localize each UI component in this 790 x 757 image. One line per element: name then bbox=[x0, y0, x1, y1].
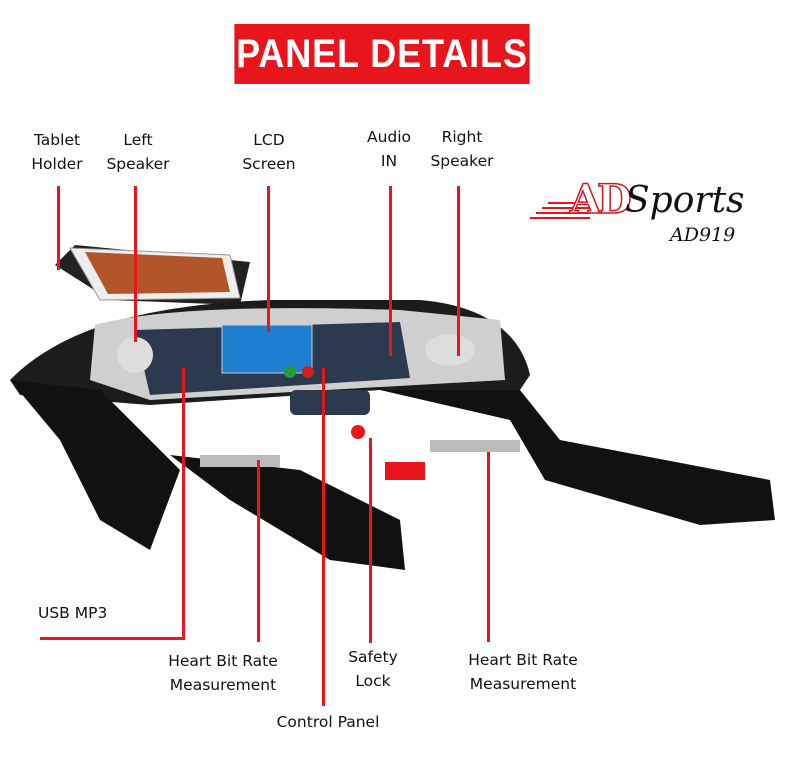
label-heart-rate-right: Heart Bit Rate Measurement bbox=[468, 651, 578, 693]
start-button bbox=[284, 366, 296, 378]
pointer-left-speaker bbox=[134, 186, 137, 342]
left-frame bbox=[10, 380, 180, 550]
logo-suffix: Sports bbox=[625, 180, 745, 221]
lcd-screen bbox=[221, 324, 313, 374]
safety-key bbox=[385, 462, 425, 480]
label-usb-mp3: USB MP3 bbox=[38, 604, 108, 622]
pointer-usb-mp3-h bbox=[40, 637, 185, 640]
logo-prefix: AD bbox=[569, 175, 632, 224]
pointer-audio-in bbox=[389, 186, 392, 356]
model-number: AD919 bbox=[670, 224, 736, 246]
label-tablet-holder: Tablet Holder bbox=[31, 131, 83, 173]
label-audio-in: Audio IN bbox=[366, 128, 412, 170]
right-speaker bbox=[425, 334, 475, 366]
safety-key-clip bbox=[351, 425, 365, 439]
center-buttons bbox=[290, 390, 370, 415]
right-handrail bbox=[380, 390, 775, 525]
label-control-panel: Control Panel bbox=[276, 713, 380, 731]
left-handrail bbox=[170, 455, 405, 570]
speed-lines-icon bbox=[530, 202, 590, 219]
left-speaker bbox=[117, 337, 153, 373]
label-right-speaker: Right Speaker bbox=[430, 128, 494, 170]
pointer-lcd-screen bbox=[267, 186, 270, 332]
label-safety-lock: Safety Lock bbox=[348, 648, 398, 690]
stop-button bbox=[302, 366, 314, 378]
right-heart-rate-grip bbox=[430, 440, 520, 452]
label-heart-rate-left: Heart Bit Rate Measurement bbox=[168, 652, 278, 694]
adsports-logo: AD Sports AD919 bbox=[530, 175, 770, 256]
pointer-right-speaker bbox=[457, 186, 460, 356]
left-heart-rate-grip bbox=[200, 455, 280, 467]
label-left-speaker: Left Speaker bbox=[106, 131, 170, 173]
pointer-usb-mp3-v bbox=[182, 368, 185, 640]
pointer-heart-rate-right bbox=[487, 452, 490, 642]
page-title: PANEL DETAILS bbox=[234, 24, 530, 84]
pointer-heart-rate-left bbox=[257, 460, 260, 642]
label-lcd-screen: LCD Screen bbox=[242, 131, 296, 173]
tablet-screen bbox=[85, 252, 230, 294]
pointer-control-panel bbox=[322, 368, 325, 706]
pointer-tablet-holder bbox=[57, 186, 60, 270]
pointer-safety-lock bbox=[369, 438, 372, 643]
